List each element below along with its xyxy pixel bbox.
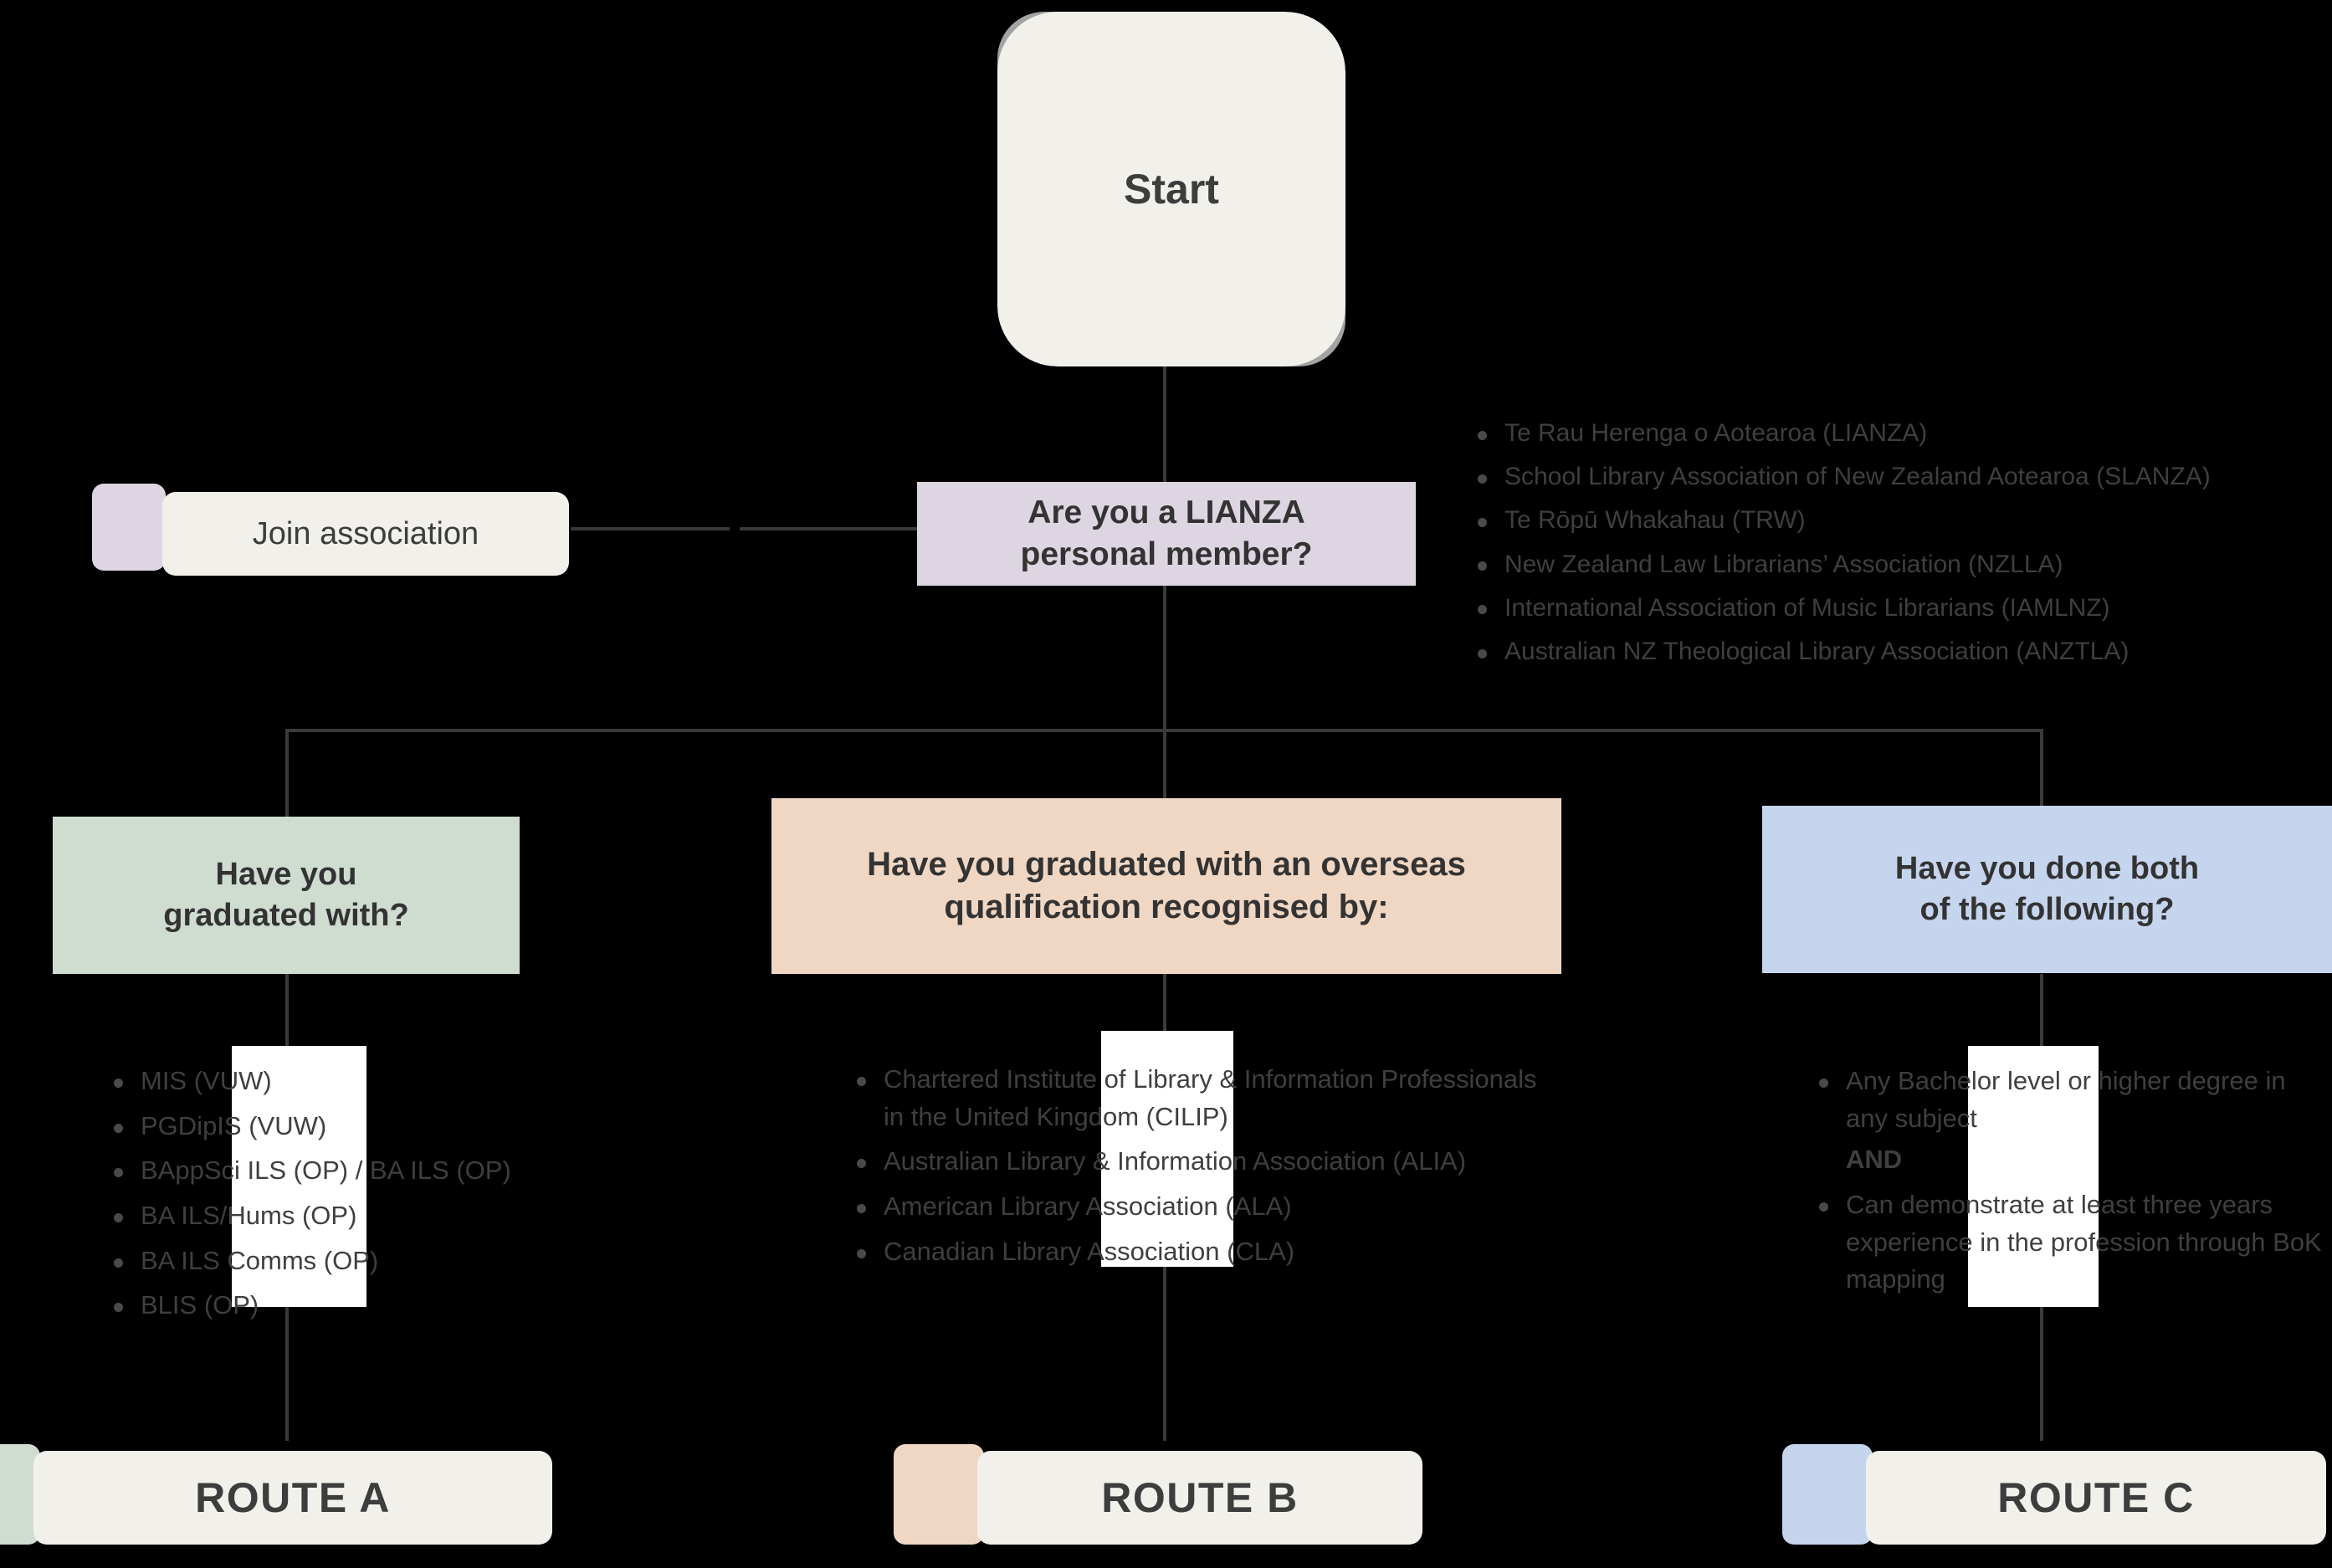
list-item: American Library Association (ALA) bbox=[845, 1188, 1548, 1226]
connector-a-list-to-route bbox=[285, 1294, 289, 1441]
branch-c-question-line-2: of the following? bbox=[1919, 892, 2175, 927]
connector-decision-to-branchbar bbox=[1163, 586, 1166, 730]
start-label: Start bbox=[1124, 166, 1219, 213]
list-item: Australian Library & Information Associa… bbox=[845, 1143, 1548, 1181]
branch-b-question-line-1: Have you graduated with an overseas bbox=[867, 845, 1466, 883]
branch-c-question: Have you done both of the following? bbox=[1762, 806, 2332, 973]
route-c-tab-swatch bbox=[1782, 1444, 1873, 1545]
branch-c-list: Any Bachelor level or higher degree in a… bbox=[1807, 1063, 2326, 1306]
branch-b-question-line-2: qualification recognised by: bbox=[944, 889, 1389, 925]
list-item: Te Rau Herenga o Aotearoa (LIANZA) bbox=[1466, 415, 2319, 451]
list-item: BLIS (OP) bbox=[102, 1287, 621, 1325]
start-node: Start bbox=[997, 12, 1345, 366]
route-b-label: ROUTE B bbox=[977, 1451, 1422, 1545]
route-c-label: ROUTE C bbox=[1866, 1451, 2326, 1545]
connector-a-box-to-list bbox=[285, 949, 289, 1074]
connector-decision-to-join-left bbox=[571, 527, 730, 530]
list-item: BA ILS/Hums (OP) bbox=[102, 1197, 621, 1235]
connector-c-list-to-route bbox=[2040, 1294, 2043, 1441]
list-item: BAppSci ILS (OP) / BA ILS (OP) bbox=[102, 1152, 621, 1190]
connector-b-list-to-route bbox=[1163, 1255, 1166, 1441]
list-item: MIS (VUW) bbox=[102, 1063, 621, 1100]
list-item: Chartered Institute of Library & Informa… bbox=[845, 1061, 1548, 1135]
branch-b-list: Chartered Institute of Library & Informa… bbox=[845, 1061, 1548, 1278]
connector-start-to-decision bbox=[1163, 366, 1166, 482]
decision-line-1: Are you a LIANZA bbox=[1028, 494, 1305, 531]
connector-branch-b-down bbox=[1163, 729, 1166, 798]
decision-lianza-member: Are you a LIANZA personal member? bbox=[917, 482, 1416, 586]
list-item: School Library Association of New Zealan… bbox=[1466, 459, 2319, 494]
join-association-label: Join association bbox=[162, 492, 569, 576]
route-b-node[interactable]: ROUTE B bbox=[894, 1444, 1422, 1545]
branch-a-list: MIS (VUW) PGDipIS (VUW) BAppSci ILS (OP)… bbox=[102, 1063, 621, 1332]
list-item: Any Bachelor level or higher degree in a… bbox=[1807, 1063, 2326, 1137]
join-tab-swatch bbox=[92, 484, 166, 571]
list-item-and: AND bbox=[1846, 1145, 1903, 1175]
branch-b-mask bbox=[1101, 1031, 1233, 1267]
list-item: BA ILS Comms (OP) bbox=[102, 1243, 621, 1280]
branch-c-question-line-1: Have you done both bbox=[1894, 851, 2200, 887]
branch-c-mask bbox=[1968, 1046, 2099, 1307]
list-item: New Zealand Law Librarians’ Association … bbox=[1466, 546, 2319, 582]
list-item: Can demonstrate at least three years exp… bbox=[1807, 1186, 2326, 1299]
list-item: Canadian Library Association (CLA) bbox=[845, 1233, 1548, 1271]
route-c-node[interactable]: ROUTE C bbox=[1782, 1444, 2326, 1545]
connector-branch-a-down bbox=[285, 729, 289, 817]
branch-a-question: Have you graduated with? bbox=[53, 817, 520, 974]
branch-a-question-line-2: graduated with? bbox=[163, 898, 409, 933]
route-a-node[interactable]: ROUTE A bbox=[0, 1444, 552, 1545]
join-association-node[interactable]: Join association bbox=[92, 484, 569, 576]
list-item: PGDipIS (VUW) bbox=[102, 1108, 621, 1145]
decision-line-2: personal member? bbox=[1020, 536, 1313, 572]
route-b-tab-swatch bbox=[894, 1444, 984, 1545]
connector-b-box-to-list bbox=[1163, 974, 1166, 1074]
list-item: Australian NZ Theological Library Associ… bbox=[1466, 633, 2319, 669]
connector-decision-to-join-right bbox=[740, 527, 917, 530]
list-item: Te Rōpū Whakahau (TRW) bbox=[1466, 502, 2319, 538]
start-card bbox=[997, 12, 1345, 366]
branch-a-question-line-1: Have you bbox=[215, 857, 357, 893]
list-item: International Association of Music Libra… bbox=[1466, 590, 2319, 626]
association-list: Te Rau Herenga o Aotearoa (LIANZA) Schoo… bbox=[1466, 415, 2319, 677]
route-a-label: ROUTE A bbox=[33, 1451, 552, 1545]
branch-b-question: Have you graduated with an overseas qual… bbox=[771, 798, 1561, 974]
connector-branch-c-down bbox=[2040, 729, 2043, 806]
branch-a-mask bbox=[232, 1046, 366, 1307]
connector-c-box-to-list bbox=[2040, 974, 2043, 1074]
